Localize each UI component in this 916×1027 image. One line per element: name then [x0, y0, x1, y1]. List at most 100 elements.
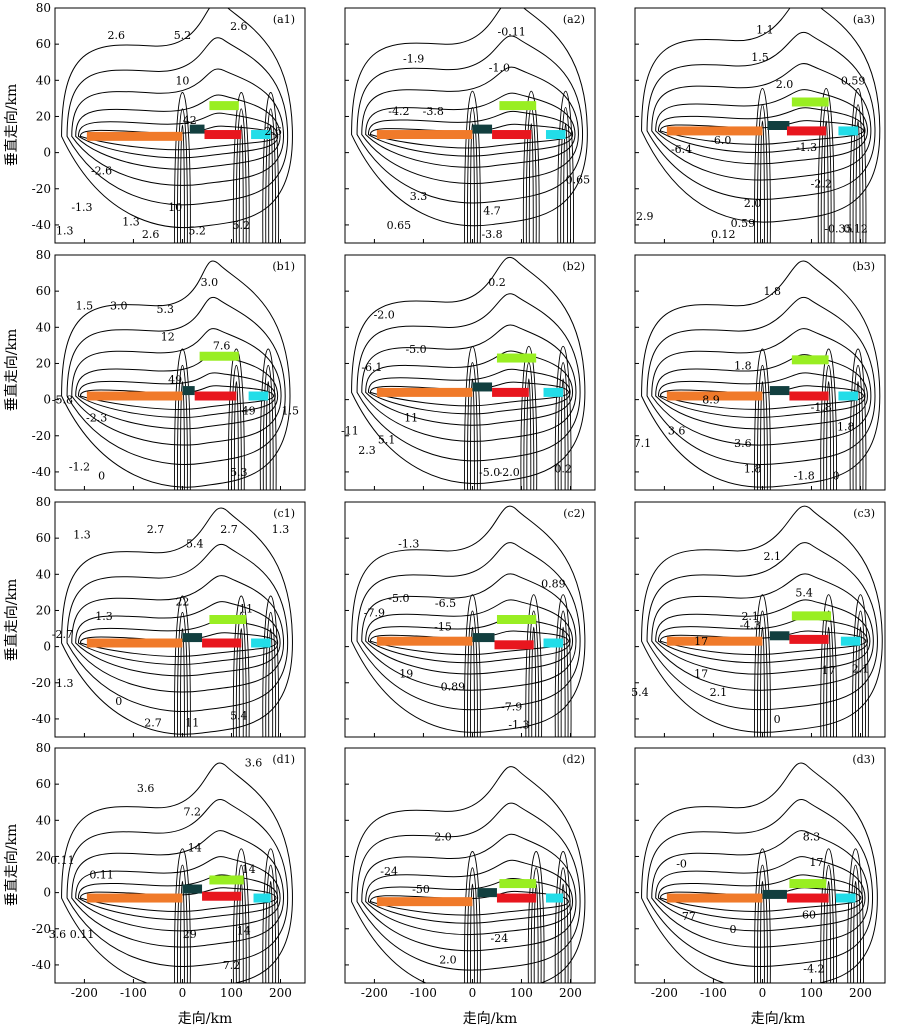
- contour-lobe: [560, 626, 566, 737]
- y-tick-label: 60: [36, 37, 51, 51]
- segment-lime: [199, 351, 239, 361]
- contour-lobe: [826, 626, 832, 737]
- contour-lobe: [757, 365, 768, 490]
- x-tick-label: 200: [849, 986, 872, 1000]
- contour-label: 2.0: [439, 954, 457, 967]
- contour-lobe: [850, 864, 861, 983]
- contour-label: 0.11: [50, 854, 75, 867]
- x-axis-label-2: 走向/km: [463, 1011, 517, 1027]
- contour-line: [61, 507, 293, 735]
- contour-label: 1.8: [837, 421, 855, 434]
- contour-line: [61, 8, 293, 229]
- segment-red: [496, 893, 537, 903]
- contour-label: -5.0: [388, 592, 409, 605]
- y-tick-label: 20: [36, 603, 51, 617]
- contour-label: -2.6: [91, 165, 112, 178]
- contour-lobe: [227, 348, 245, 490]
- contour-line: [641, 762, 878, 983]
- segment-lime: [791, 611, 832, 621]
- contour-lobe: [533, 883, 539, 983]
- contour-label: 0: [115, 695, 122, 708]
- contour-lobe: [235, 108, 247, 243]
- x-tick-label: 0: [469, 986, 477, 1000]
- contour-lobe: [847, 848, 864, 983]
- contour-group: [61, 260, 291, 490]
- contour-label: -2.3: [86, 412, 107, 425]
- contour-lobe: [520, 346, 538, 490]
- contour-lobe: [754, 88, 771, 243]
- contour-label: 42: [183, 114, 197, 127]
- contour-lobe: [817, 88, 835, 243]
- segment-orange: [86, 131, 183, 141]
- segment-cyan: [838, 126, 859, 136]
- contour-label: 3.6: [245, 756, 263, 769]
- contour-label: 14: [237, 925, 251, 938]
- y-axis-label-1: 垂直走向/km: [3, 84, 20, 166]
- contour-lobe: [174, 595, 191, 737]
- contour-label: 17: [822, 664, 836, 677]
- contour-line: [361, 66, 579, 185]
- contour-group: [351, 8, 588, 243]
- contour-line: [75, 94, 281, 170]
- segment-teal: [189, 124, 205, 134]
- contour-label: 5.4: [631, 686, 649, 699]
- contour-label: 2.0: [776, 78, 794, 91]
- segment-cyan: [545, 130, 566, 140]
- contour-label: 0: [730, 923, 737, 936]
- panel-frame: [54, 254, 306, 491]
- contour-line: [365, 859, 574, 935]
- contour-label: 77: [682, 910, 696, 923]
- panel-id: (a1): [273, 13, 295, 26]
- contour-line: [657, 107, 866, 153]
- contour-label: 0.65: [566, 174, 591, 187]
- contour-label: -1.8: [811, 401, 832, 414]
- y-tick-label: -20: [32, 922, 51, 936]
- contour-line: [77, 619, 279, 665]
- contour-lobe: [526, 378, 532, 490]
- contour-line: [641, 260, 881, 488]
- contour-lobe: [823, 120, 829, 243]
- contour-line: [61, 762, 293, 983]
- contour-label: 2.7: [144, 717, 162, 730]
- contour-line: [356, 802, 581, 971]
- segment-red: [492, 130, 532, 140]
- contour-line: [365, 92, 576, 168]
- y-tick-label: -40: [32, 465, 51, 479]
- panel-a3: 1.11.50.592.0-6.0-6.4-1.3-2.22.00.590.12…: [634, 7, 886, 244]
- x-tick-label: -100: [410, 986, 437, 1000]
- contour-group: [351, 505, 586, 737]
- contour-label: -2.0: [374, 309, 395, 322]
- segment-cyan: [835, 893, 856, 903]
- contour-lobe: [820, 848, 838, 983]
- contour-label: 2.7: [147, 523, 165, 536]
- y-tick-label: 40: [36, 320, 51, 334]
- contour-lobe: [470, 883, 475, 983]
- contour-label: 8.3: [803, 831, 821, 844]
- contour-lobe: [760, 120, 765, 243]
- panel-c2: -1.30.89-5.0-6.5-7.9-15190.89-7.9-1.3(c2…: [344, 501, 596, 738]
- contour-label: 0.11: [89, 869, 114, 882]
- contour-line: [655, 599, 871, 675]
- contour-label: 0.89: [441, 680, 466, 693]
- segment-cyan: [545, 893, 564, 903]
- contour-lobe: [855, 610, 866, 737]
- y-tick-label: 20: [36, 356, 51, 370]
- contour-label: -7.9: [364, 606, 385, 619]
- segment-cyan: [543, 638, 564, 648]
- y-tick-label: 80: [36, 1, 51, 15]
- contour-label: 10: [168, 201, 182, 214]
- y-tick-label: -40: [32, 958, 51, 972]
- contour-label: 1.5: [282, 404, 300, 417]
- contour-label: -11: [341, 424, 359, 437]
- contour-group: [351, 766, 586, 983]
- contour-line: [655, 354, 868, 430]
- y-tick-label: 40: [36, 73, 51, 87]
- panel-frame: [634, 254, 886, 491]
